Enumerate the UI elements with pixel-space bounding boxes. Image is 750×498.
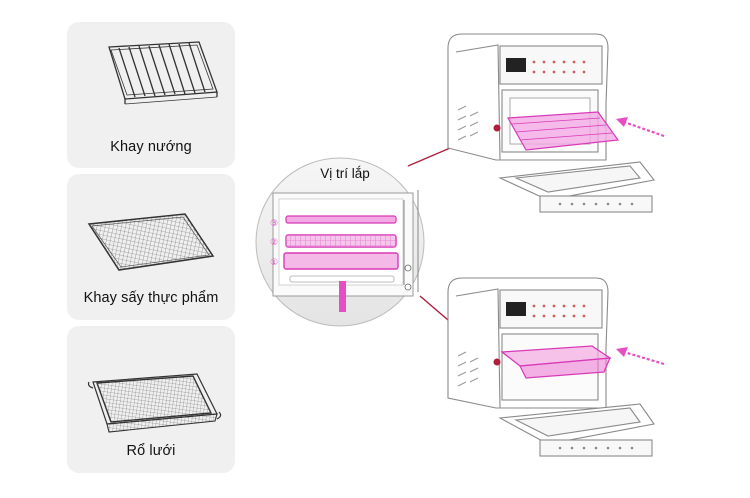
grill-rack-label: Khay nướng xyxy=(110,139,192,155)
grill-rack-icon xyxy=(108,41,218,105)
mesh-basket-icon xyxy=(87,373,222,433)
top-insert-arrow-icon xyxy=(616,117,628,127)
level-1-marker: ① xyxy=(270,257,278,267)
level-2-marker: ② xyxy=(270,237,278,247)
bottom-position-dot xyxy=(493,358,501,366)
rack-level-1 xyxy=(283,252,399,270)
position-title: Vị trí lắp xyxy=(320,166,370,181)
drying-mesh-tray-icon xyxy=(87,213,215,271)
oven-bottom-illustration xyxy=(447,277,655,457)
mesh-basket-card: Rổ lưới xyxy=(67,326,235,473)
drying-tray-label: Khay sấy thực phẩm xyxy=(83,290,219,306)
rack-position-circle xyxy=(255,157,425,327)
grill-rack-card: Khay nướng xyxy=(67,22,235,168)
insert-arrow-icon xyxy=(339,281,346,312)
rack-level-3 xyxy=(285,215,397,224)
drying-tray-card: Khay sấy thực phẩm xyxy=(67,174,235,320)
top-position-dot xyxy=(493,124,501,132)
bottom-insert-arrow-icon xyxy=(616,347,628,357)
top-tray-highlight xyxy=(507,111,620,151)
rack-level-2 xyxy=(285,234,397,248)
level-3-marker: ③ xyxy=(270,218,278,228)
mesh-basket-label: Rổ lưới xyxy=(126,443,176,459)
